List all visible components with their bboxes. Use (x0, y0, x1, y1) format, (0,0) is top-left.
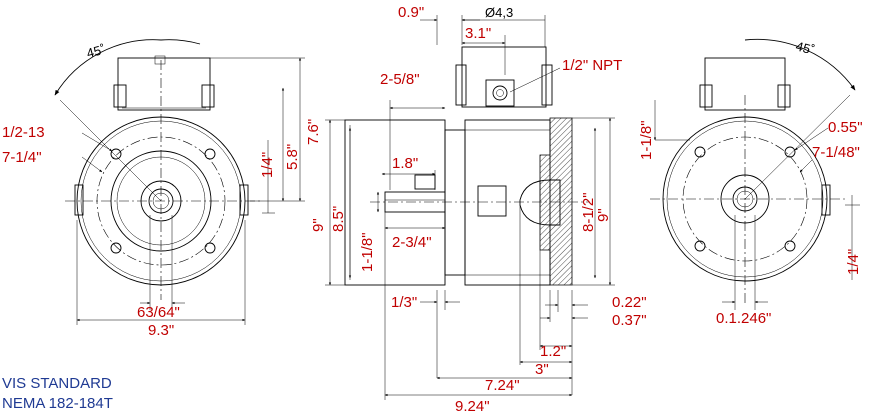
label-left-5-8: 5.8" (284, 144, 301, 170)
label-1-8: 1.8" (392, 155, 418, 172)
label-1-3: 1/3" (391, 294, 417, 311)
label-3: 3" (535, 361, 549, 378)
label-left-7-1-4: 7-1/4" (2, 149, 42, 166)
label-right-7-1-48: 7-1/48" (812, 144, 860, 161)
label-8-1-2: 8-1/2" (580, 192, 597, 232)
label-left-1-4: 1/4" (259, 152, 276, 178)
label-2-3-4: 2-3/4" (392, 234, 432, 251)
note-vis-standard: VIS STANDARD (2, 375, 112, 392)
label-right-angle: 45˚ (794, 38, 816, 57)
label-8-5: 8.5" (330, 206, 347, 232)
label-9-24: 9.24" (455, 398, 490, 415)
label-npt: 1/2" NPT (562, 57, 622, 74)
side-view (325, 15, 615, 400)
label-top-3-1: 3.1" (465, 25, 491, 42)
label-left-9-3: 9.3" (148, 322, 174, 339)
dimension-labels: 0.9" Ø4,3 3.1" 1/2" NPT 2-5/8" 1.8" 2-3/… (2, 4, 863, 415)
label-0-37: 0.37" (612, 312, 647, 329)
label-right-1-246: 0.1.246" (716, 310, 771, 327)
label-right-1-1-8: 1-1/8" (638, 120, 655, 160)
right-end-view (650, 38, 860, 310)
label-dia-4-3: Ø4,3 (485, 5, 513, 20)
label-left-angle: 45˚ (85, 42, 107, 61)
standard-notes: VIS STANDARD NEMA 182-184T (2, 375, 113, 412)
left-end-view (54, 39, 305, 325)
label-left-7-6: 7.6" (305, 119, 322, 145)
label-top-0-9: 0.9" (398, 4, 424, 21)
label-7-24: 7.24" (485, 377, 520, 394)
label-0-22: 0.22" (612, 294, 647, 311)
label-left-1-2-13: 1/2-13 (2, 124, 45, 141)
label-1-2: 1.2" (540, 343, 566, 360)
label-2-5-8: 2-5/8" (380, 71, 420, 88)
label-1-1-8-left: 1-1/8" (359, 232, 376, 272)
note-nema: NEMA 182-184T (2, 395, 113, 412)
label-9-mid: 9" (310, 218, 327, 232)
label-left-63-64: 63/64" (137, 304, 180, 321)
label-right-0-55: 0.55" (828, 119, 863, 136)
label-right-1-4: 1/4" (845, 249, 862, 275)
label-9-right: 9" (595, 208, 612, 222)
